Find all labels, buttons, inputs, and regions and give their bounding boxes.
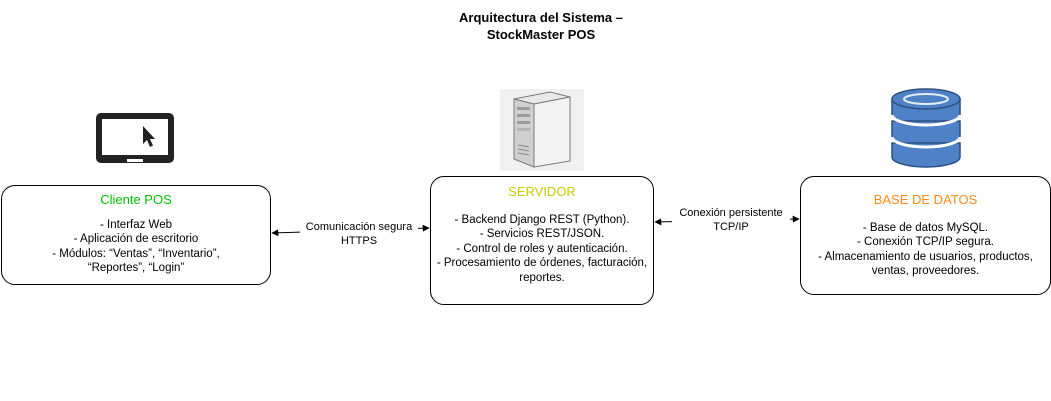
server-line: - Servicios REST/JSON. [479,228,605,240]
client-server-connection-label: Comunicación segura HTTPS [300,220,418,248]
database-icon [890,88,962,168]
connection-label-line-2: HTTPS [340,235,378,247]
database-heading: BASE DE DATOS [873,192,978,207]
database-line: ventas, proveedores. [871,265,980,277]
database-line: - Conexión TCP/IP segura. [856,236,994,248]
database-box: BASE DE DATOS - Base de datos MySQL. - C… [800,176,1051,295]
connection-label-line-1: Comunicación segura [305,221,413,233]
monitor-icon [96,113,174,163]
server-line: reportes. [519,271,565,284]
client-line: - Módulos: “Ventas”, “Inventario”, [52,247,220,260]
database-line: - Base de datos MySQL. [862,221,989,234]
client-line: “Reportes”, “Login” [87,262,185,274]
connection-label-line-1: Conexión persistente [679,207,783,219]
server-heading: SERVIDOR [508,184,576,199]
title-line-2: StockMaster POS [486,27,596,42]
client-box: Cliente POS - Interfaz Web - Aplicación … [1,185,271,285]
database-line: - Almacenamiento de usuarios, productos, [818,250,1033,263]
client-heading: Cliente POS [100,192,172,207]
server-line: - Control de roles y autenticación. [456,242,628,255]
connection-label-line-2: TCP/IP [713,221,749,233]
server-line: - Backend Django REST (Python). [454,213,630,226]
client-line: - Aplicación de escritorio [73,233,199,245]
title-line-1: Arquitectura del Sistema – [459,10,623,25]
server-db-connection-label: Conexión persistente TCP/IP [672,206,790,234]
server-line: - Procesamiento de órdenes, facturación, [436,257,648,269]
diagram-title: Arquitectura del Sistema – StockMaster P… [391,9,691,43]
client-line: - Interfaz Web [99,218,172,231]
server-tower-icon [500,89,584,171]
server-box: SERVIDOR - Backend Django REST (Python).… [430,176,654,305]
